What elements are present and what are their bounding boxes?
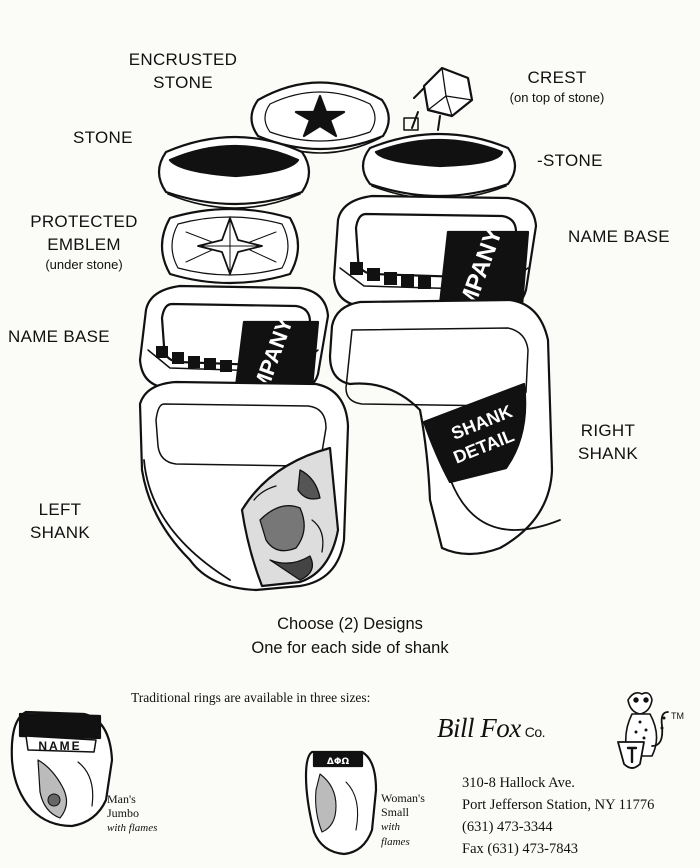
label-crest-title: CREST: [527, 68, 587, 87]
label-protected-emblem: PROTECTED EMBLEM (under stone): [14, 210, 154, 274]
label-name-base-left: NAME BASE: [8, 327, 110, 346]
crest-illustration: [403, 66, 474, 131]
label-stone-right: -STONE: [537, 151, 603, 170]
label-crest: CREST (on top of stone): [487, 66, 627, 107]
mans-jumbo-caption: Man's Jumbo with flames: [107, 792, 157, 835]
address-line-1: 310-8 Hallock Ave.: [462, 775, 575, 791]
mans-jumbo-plate-text: NAME: [38, 739, 81, 753]
choose-designs-caption: Choose (2) Designs One for each side of …: [170, 612, 530, 660]
phone-number: (631) 473-3344: [462, 819, 553, 835]
protected-emblem-illustration: [160, 207, 300, 285]
company-suffix: Co.: [524, 724, 546, 740]
label-encrusted-stone-line2: STONE: [153, 73, 213, 92]
label-protected-emblem-line2: EMBLEM: [47, 235, 121, 254]
stone-right-illustration: [361, 132, 517, 200]
womans-small-flames-1: with: [381, 821, 400, 833]
womans-small-name-2: Small: [381, 805, 410, 819]
company-logo-text: Bill Fox: [437, 713, 521, 743]
mans-jumbo-ring-illustration: NAME: [10, 710, 114, 828]
right-shank-ring-illustration: SHANK DETAIL: [328, 298, 561, 556]
label-left-shank-line1: LEFT: [38, 500, 82, 519]
womans-small-caption: Woman's Small with flames: [381, 791, 425, 849]
name-base-left-illustration: MPANY: [138, 284, 330, 396]
sizes-note: Traditional rings are available in three…: [131, 690, 371, 705]
left-shank-ring-illustration: [138, 380, 350, 592]
womans-small-ring-illustration: ΔΦΩ: [304, 750, 378, 856]
womans-small-name-1: Woman's: [381, 791, 425, 805]
label-right-shank: RIGHT SHANK: [558, 419, 658, 465]
stone-left-illustration: [157, 135, 311, 209]
womans-small-flames-2: flames: [381, 836, 410, 848]
mans-jumbo-name-2: Jumbo: [107, 806, 140, 820]
mans-jumbo-name-1: Man's: [107, 792, 136, 806]
address-line-2: Port Jefferson Station, NY 11776: [462, 797, 655, 813]
label-right-shank-line2: SHANK: [577, 444, 639, 463]
label-encrusted-stone: ENCRUSTED STONE: [113, 48, 253, 94]
label-protected-emblem-sub: (under stone): [45, 257, 123, 272]
leopard-mascot-logo: [617, 692, 669, 769]
name-base-right-illustration: MPANY: [332, 194, 538, 313]
choose-line-2: One for each side of shank: [251, 639, 449, 657]
label-protected-emblem-line1: PROTECTED: [30, 212, 138, 231]
fax-number: Fax (631) 473-7843: [462, 841, 578, 857]
label-right-shank-line1: RIGHT: [580, 421, 636, 440]
label-stone-left: STONE: [73, 128, 133, 147]
label-name-base-right: NAME BASE: [568, 227, 670, 246]
label-left-shank: LEFT SHANK: [10, 498, 110, 544]
company-address-block: 310-8 Hallock Ave. Port Jefferson Statio…: [462, 772, 654, 860]
womans-small-plate-text: ΔΦΩ: [327, 757, 350, 767]
choose-line-1: Choose (2) Designs: [277, 615, 423, 633]
mans-jumbo-flames: with flames: [107, 822, 158, 834]
encrusted-stone-illustration: [250, 81, 390, 154]
label-crest-sub: (on top of stone): [509, 90, 605, 105]
label-left-shank-line2: SHANK: [29, 523, 91, 542]
trademark-mark: TM: [671, 711, 684, 721]
label-encrusted-stone-line1: ENCRUSTED: [128, 50, 238, 69]
